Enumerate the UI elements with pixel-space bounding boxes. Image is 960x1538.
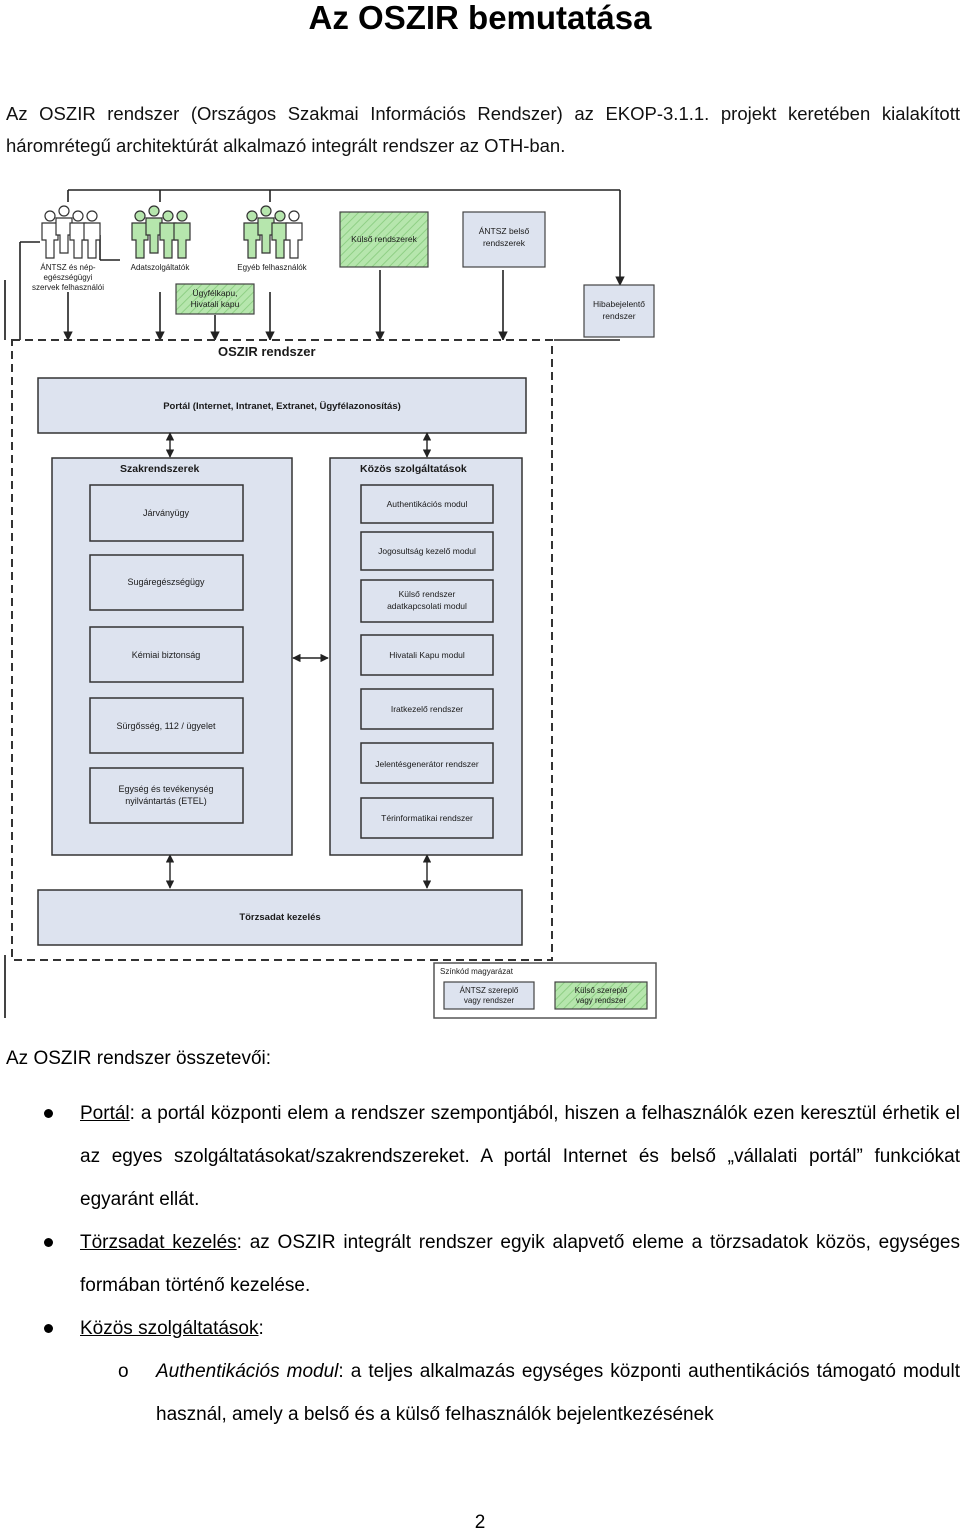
ugyfelkapu-line2: Hivatali kapu [191,299,240,309]
legend-item2-line1: Külső szereplő [575,986,628,995]
torzsadat-box [37,889,523,946]
szak-item-box [89,554,244,611]
kozos-item-label: Hivatali Kapu modul [389,650,465,660]
kozos-item-label: Jelentésgenerátor rendszer [375,759,479,769]
list-item-term: Közös szolgáltatások [80,1318,259,1339]
page-number: 2 [474,1512,486,1533]
list-item-term: Portál [80,1103,130,1124]
list-item: Portál: a portál központi elem a rendsze… [0,1092,960,1221]
hibabejelento-line1: Hibabejelentő [593,299,645,309]
actor-antsz-icon [41,205,101,259]
szak-item-label: Járványügy [143,508,190,518]
antsz-belso-line2: rendszerek [483,238,526,248]
component-list: Portál: a portál központi elem a rendsze… [0,1092,960,1436]
kozos-item-label: Authentikációs modul [387,499,468,509]
actor-antsz-line1: ÁNTSZ és nép- [40,263,95,272]
legend-item1-line1: ÁNTSZ szereplő [460,986,519,995]
list-item: Közös szolgáltatások: [0,1307,960,1350]
actor-antsz-line3: szervek felhasználói [32,283,104,292]
etel-line2: nyilvántartás (ETEL) [125,796,207,806]
szak-item-box [89,484,244,542]
sub-list-item: o Authentikációs modul: a teljes alkalma… [0,1350,960,1436]
actor-antsz-line2: egészségügyi [44,273,93,282]
sub-list-item-text: : a teljes alkalmazás egységes központi … [156,1361,960,1425]
kozos-item-box [360,634,494,676]
architecture-diagram: ÁNTSZ és nép- egészségügyi szervek felha… [0,180,660,1025]
actor-egyeb-label: Egyéb felhasználók [237,263,307,272]
list-item: Törzsadat kezelés: az OSZIR integrált re… [0,1221,960,1307]
list-item-text: : az OSZIR integrált rendszer egyik alap… [80,1232,960,1296]
kozos-item-box [360,797,494,839]
ugyfelkapu-line1: Ügyfélkapu, [193,288,238,298]
hibabejelento-box [583,284,655,338]
antsz-belso-line1: ÁNTSZ belső [479,226,530,236]
kozos-title: Közös szolgáltatások [360,463,467,475]
antsz-belso-box [462,211,546,268]
portal-box [37,377,527,434]
kozos-item-box [360,531,494,571]
oszir-label: OSZIR rendszer [218,344,316,359]
kozos-item-box [360,484,494,524]
ugyfelkapu-box [175,283,255,315]
szak-item-box [89,697,244,754]
kulso-rendszerek-box [339,211,429,268]
kulso-adat-line2: adatkapcsolati modul [387,601,467,611]
kozos-item-label: Jogosultság kezelő modul [378,546,476,556]
szak-item-box [89,626,244,683]
sub-list-item-term: Authentikációs modul [156,1361,339,1382]
list-item-term: Törzsadat kezelés [80,1232,237,1253]
legend-item1-line2: vagy rendszer [464,996,515,1005]
section-heading: Az OSZIR rendszer összetevői: [6,1048,272,1069]
actor-adatszolgaltatok-label: Adatszolgáltatók [131,263,191,272]
list-item-text: : [258,1318,264,1339]
etel-line1: Egység és tevékenység [118,784,213,794]
top-connector-lines [19,189,625,342]
sub-bullet-marker: o [118,1361,129,1382]
legend-title: Színkód magyarázat [440,967,514,976]
kulso-adat-line1: Külső rendszer [399,589,456,599]
kozos-item-box [360,742,494,784]
portal-label: Portál (Internet, Intranet, Extranet, Üg… [163,401,401,412]
bullet-icon [44,1324,53,1333]
szak-item-label: Kémiai biztonság [132,650,201,660]
bullet-icon [44,1109,53,1118]
hibabejelento-line2: rendszer [602,311,635,321]
legend-kulso-swatch [554,981,648,1010]
list-item-text: : a portál központi elem a rendszer szem… [80,1103,960,1210]
szakrendszerek-title: Szakrendszerek [120,463,200,475]
legend-item2-line2: vagy rendszer [576,996,627,1005]
kozos-item-label: Iratkezelő rendszer [391,704,463,714]
kozos-item-box [360,579,494,623]
legend-antsz-swatch [443,981,535,1010]
bullet-icon [44,1238,53,1247]
szak-item-label: Sugáregészségügy [127,577,205,587]
szak-item-label: Sürgősség, 112 / ügyelet [117,721,216,731]
kozos-item-box [360,688,494,730]
actor-egyeb-icon [243,205,303,259]
kulso-rendszerek-label: Külső rendszerek [351,234,417,244]
page-title: Az OSZIR bemutatása [308,0,652,36]
kozos-item-label: Térinformatikai rendszer [381,813,473,823]
actor-adatszolgaltatok-icon [131,205,191,259]
torzsadat-label: Törzsadat kezelés [239,912,320,923]
szak-item-box [89,767,244,824]
intro-paragraph: Az OSZIR rendszer (Országos Szakmai Info… [6,103,960,156]
